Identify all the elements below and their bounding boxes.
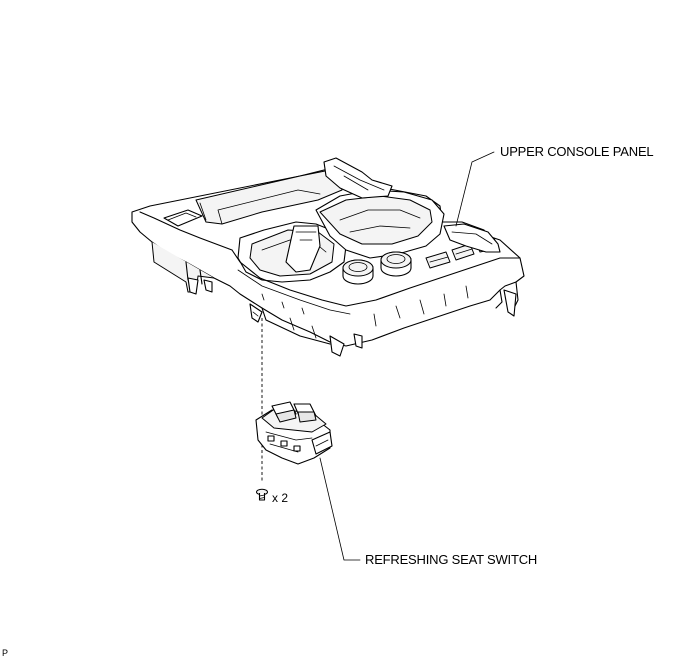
knob-left <box>342 259 374 285</box>
upper-console-panel-label: UPPER CONSOLE PANEL <box>500 144 653 159</box>
upper-console-panel-leader <box>455 151 495 227</box>
refreshing-seat-switch-leader <box>319 457 361 561</box>
corner-mark: P <box>2 648 8 658</box>
screw-quantity-label: x 2 <box>272 491 288 505</box>
knob-right <box>380 251 412 277</box>
refreshing-seat-switch-illustration <box>255 401 333 465</box>
refreshing-seat-switch-label: REFRESHING SEAT SWITCH <box>365 552 537 567</box>
upper-console-panel-illustration <box>131 157 525 357</box>
screw-icon <box>256 488 268 501</box>
